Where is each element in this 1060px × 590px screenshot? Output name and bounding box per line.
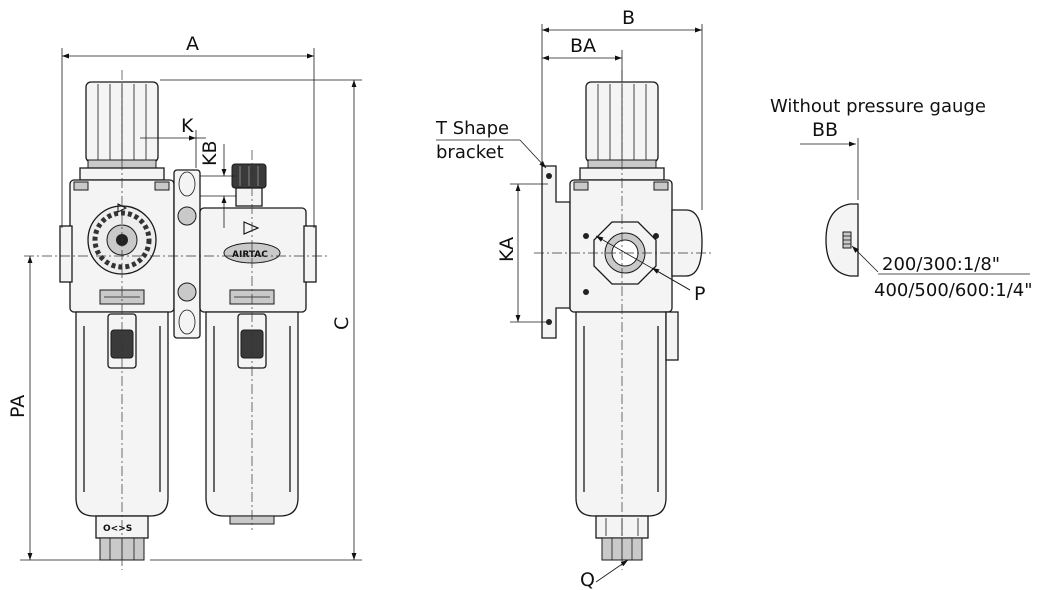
dim-bb-label: BB [812, 119, 838, 141]
side-dimensions: B BA KA T Shape bracket P Q [435, 7, 705, 590]
dim-pa-label: PA [7, 395, 29, 418]
side-bowl [575, 311, 667, 517]
detail-without-gauge: Without pressure gauge BB 200/300:1/8" 4… [770, 96, 1033, 301]
dim-p-label: P [694, 283, 705, 305]
side-view [534, 70, 712, 570]
dim-kb-label: KB [199, 141, 221, 167]
callout-t-shape-line1: T Shape [435, 118, 509, 139]
front-view: O<>S AIRTAC [24, 70, 330, 570]
front-dimensions: A K KB C PA [7, 33, 362, 561]
callout-t-shape-line2: bracket [436, 142, 504, 163]
side-gauge [671, 209, 703, 277]
detail-title: Without pressure gauge [770, 96, 986, 117]
lubricator-bowl [205, 311, 299, 517]
dim-c-label: C [331, 317, 353, 330]
port-size-line2: 400/500/600:1/4" [874, 280, 1033, 301]
dim-ka-label: KA [496, 237, 518, 262]
dim-ba-label: BA [570, 35, 596, 57]
gauge-port-plug [825, 203, 859, 277]
drain-marking: O<>S [103, 524, 132, 534]
dim-q-label: Q [580, 569, 595, 590]
port-size-line1: 200/300:1/8" [882, 254, 1000, 275]
dim-b-label: B [622, 7, 635, 29]
t-shape-bracket [541, 165, 571, 339]
dim-k-label: K [181, 115, 194, 137]
connector-bracket [173, 169, 201, 339]
dim-a-label: A [186, 33, 199, 55]
brand-marking: AIRTAC [232, 250, 268, 260]
